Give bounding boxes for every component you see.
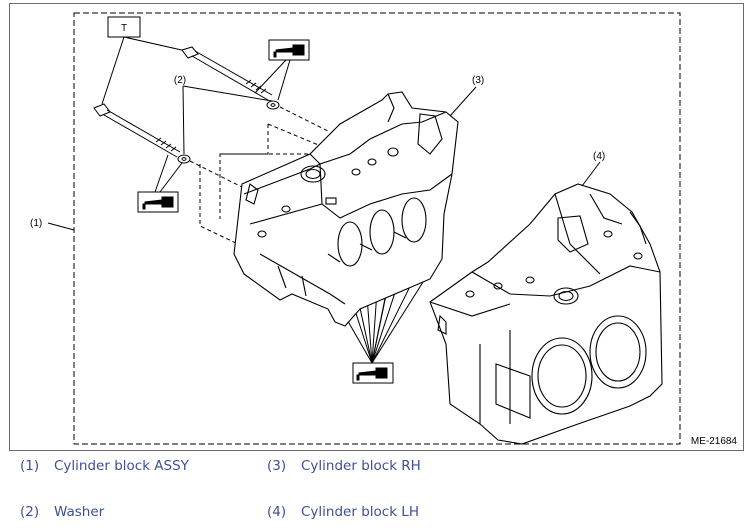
legend-label: Cylinder block ASSY xyxy=(54,458,189,474)
washer-upper xyxy=(266,100,280,110)
legend-number: (1) xyxy=(20,458,40,474)
exploded-diagram: T (2) xyxy=(9,3,744,451)
oil-can-icon xyxy=(352,362,394,384)
legend: (1) Cylinder block ASSY (3) Cylinder block… xyxy=(20,458,740,528)
bolt-upper xyxy=(181,46,273,101)
callout-3: (3) xyxy=(472,75,484,86)
cylinder-block-lh xyxy=(429,183,663,445)
oil-can-icon xyxy=(268,39,310,61)
legend-item-2: (2) Washer xyxy=(20,504,104,520)
legend-label: Washer xyxy=(54,504,105,520)
leader-line xyxy=(123,36,187,52)
legend-item-1: (1) Cylinder block ASSY xyxy=(20,458,189,474)
diagram-canvas: T (2) xyxy=(30,12,681,445)
leader-line xyxy=(101,36,125,105)
legend-number: (4) xyxy=(267,504,287,520)
legend-number: (2) xyxy=(20,504,40,520)
callout-2: (2) xyxy=(174,75,186,86)
legend-label: Cylinder block RH xyxy=(301,458,421,474)
legend-item-3: (3) Cylinder block RH xyxy=(267,458,421,474)
legend-label: Cylinder block LH xyxy=(301,504,419,520)
figure-id: ME-21684 xyxy=(690,436,737,447)
callout-4: (4) xyxy=(593,151,605,162)
legend-item-4: (4) Cylinder block LH xyxy=(267,504,419,520)
oil-can-icon xyxy=(137,191,179,213)
assembly-boundary xyxy=(73,12,681,445)
torque-callout-label: T xyxy=(121,23,127,34)
cylinder-block-rh xyxy=(233,91,459,327)
legend-number: (3) xyxy=(267,458,287,474)
callout-1: (1) xyxy=(30,218,42,229)
bolt-lower xyxy=(93,103,181,158)
washer-lower xyxy=(177,154,191,164)
